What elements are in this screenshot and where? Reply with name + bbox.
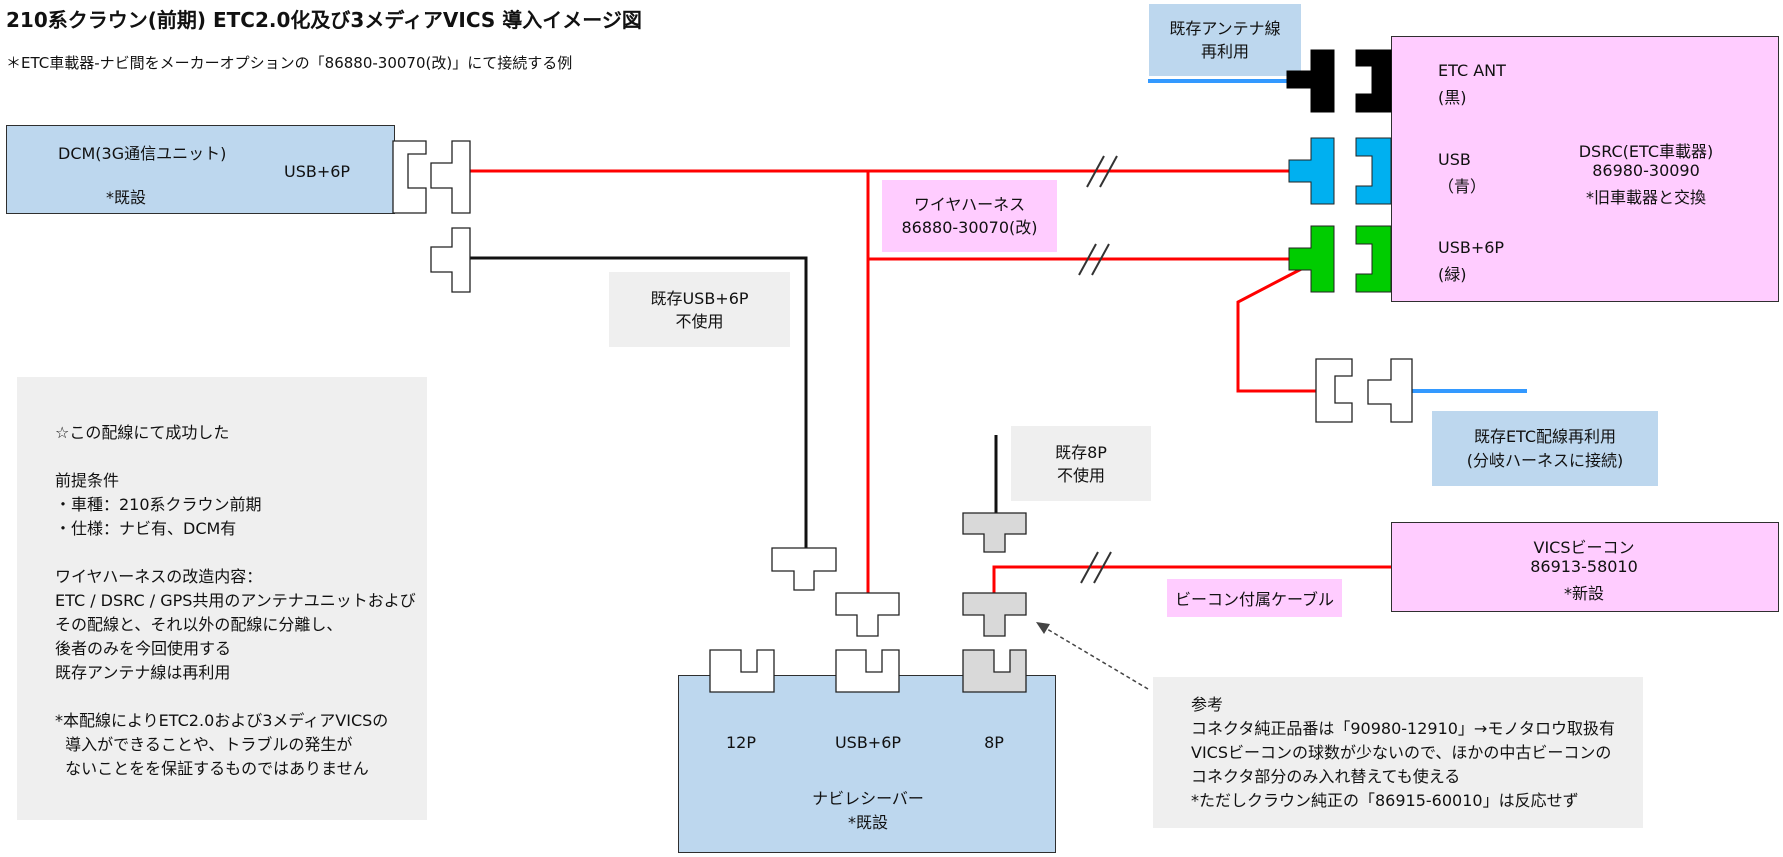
navi-status: *既設 — [847, 813, 889, 832]
success-note-line: 既存アンテナ線は再利用 — [55, 663, 231, 682]
unused-8p-text-1: 既存8P — [1055, 442, 1107, 462]
success-note-line: 前提条件 — [55, 471, 120, 490]
existing-etc-text-1: 既存ETC配線再利用 — [1473, 426, 1617, 446]
navi-port-8p: 8P — [984, 733, 1004, 752]
etc-ant-plug-black — [1286, 49, 1335, 113]
harness-label: ワイヤハーネス 86880-30070(改) — [882, 180, 1057, 252]
unused-usb-text-1: 既存USB+6P — [650, 288, 749, 308]
success-note-line: *本配線によりETC2.0および3メディアVICSの — [55, 711, 389, 730]
navi-port-usb6p: USB+6P — [834, 733, 902, 752]
dsrc-port-usb6p-color: (緑) — [1438, 265, 1467, 284]
harness-text-2: 86880-30070(改) — [901, 218, 1038, 237]
dcm-name: DCM(3G通信ユニット) — [58, 144, 227, 163]
existing-antenna-text-2: 再利用 — [1200, 42, 1249, 61]
success-note-line: ☆この配線にて成功した — [55, 423, 230, 442]
reference-note-line: コネクタ純正品番は「90980-12910」→モノタロウ取扱有 — [1191, 719, 1616, 738]
existing-usb-plug-connector — [430, 227, 471, 293]
usb6p-plug-green — [1288, 225, 1335, 293]
harness-text-1: ワイヤハーネス — [913, 195, 1026, 214]
dcm-status: *既設 — [106, 188, 147, 207]
reference-arrow-head — [1036, 622, 1050, 634]
page-subtitle: ＊ETC車載器-ナビ間をメーカーオプションの「86880-30070(改)」にて… — [6, 54, 573, 72]
black-wire-existing-usb — [470, 256, 808, 552]
success-note: ☆この配線にて成功した前提条件・車種：210系クラウン前期・仕様：ナビ有、DCM… — [17, 377, 427, 820]
success-note-line: ・車種：210系クラウン前期 — [55, 495, 262, 514]
existing-etc-label: 既存ETC配線再利用 (分岐ハーネスに接続) — [1432, 411, 1658, 486]
reference-note-line: 参考 — [1191, 695, 1224, 714]
dsrc-port-etc-ant: ETC ANT — [1438, 61, 1506, 80]
success-note-lines: ☆この配線にて成功した前提条件・車種：210系クラウン前期・仕様：ナビ有、DCM… — [55, 421, 427, 781]
success-note-line: ・仕様：ナビ有、DCM有 — [55, 519, 237, 538]
cut-mark-vics — [1080, 551, 1112, 584]
reference-arrow — [1041, 625, 1149, 690]
unused-usb-text-2: 不使用 — [675, 311, 724, 331]
navi-8p-socket — [962, 649, 1027, 693]
navi-receiver — [678, 675, 1056, 853]
red-wire-etc-branch — [1236, 262, 1316, 393]
success-note-line: ないことをを保証するものではありません — [55, 759, 369, 778]
unused-usb-label: 既存USB+6P 不使用 — [609, 272, 790, 347]
vics-tee-connector — [962, 592, 1027, 637]
etc-branch-socket-connector — [1315, 358, 1353, 423]
reference-note-line: *ただしクラウン純正の「86915-60010」は反応せず — [1191, 791, 1579, 810]
dcm-unit — [6, 125, 395, 214]
existing-antenna-text-1: 既存アンテナ線 — [1169, 19, 1281, 38]
dcm-port-label: USB+6P — [284, 162, 351, 181]
dcm-socket-connector — [392, 140, 427, 214]
etc-ant-socket-black — [1355, 49, 1392, 113]
success-note-line: ETC / DSRC / GPS共用のアンテナユニットおよび — [55, 591, 416, 610]
page-title: 210系クラウン(前期) ETC2.0化及び3メディアVICS 導入イメージ図 — [6, 8, 642, 32]
usb6p-socket-green — [1355, 225, 1392, 293]
navi-usb6p-socket — [835, 649, 900, 693]
reference-note-lines: 参考コネクタ純正品番は「90980-12910」→モノタロウ取扱有 VICSビーコ… — [1191, 693, 1643, 813]
harness-tee-connector — [835, 592, 900, 637]
dsrc-port-usb-color: （青） — [1438, 177, 1487, 196]
existing-etc-text-2: (分岐ハーネスに接続) — [1466, 450, 1624, 470]
vics-beacon — [1391, 522, 1779, 612]
etc-existing-plug-connector — [1367, 358, 1413, 423]
beacon-cable-label: ビーコン付属ケーブル — [1167, 579, 1342, 617]
success-note-line: ワイヤハーネスの改造内容： — [55, 567, 263, 586]
usb-socket-blue — [1355, 137, 1392, 205]
navi-12p-socket — [709, 649, 775, 693]
unused-8p-label: 既存8P 不使用 — [1011, 426, 1151, 501]
success-note-line: 後者のみを今回使用する — [55, 639, 232, 658]
dsrc-port-usb6p: USB+6P — [1438, 238, 1505, 257]
beacon-cable-text: ビーコン付属ケーブル — [1174, 590, 1335, 609]
usb-plug-blue — [1288, 137, 1335, 205]
success-note-line: その配線と、それ以外の配線に分離し、 — [55, 615, 343, 634]
cut-mark-usb6p — [1078, 243, 1110, 276]
vics-status: *新設 — [1563, 584, 1605, 603]
dsrc-unit — [1391, 36, 1779, 302]
existing-usb-tee-connector — [771, 547, 837, 591]
existing-8p-tee-connector — [962, 512, 1027, 553]
vics-part-number: 86913-58010 — [1530, 557, 1638, 576]
cut-mark-usb — [1086, 155, 1118, 188]
dsrc-note: *旧車載器と交換 — [1585, 188, 1707, 207]
navi-name: ナビレシーバー — [812, 789, 924, 808]
unused-8p-text-2: 不使用 — [1056, 465, 1105, 485]
dsrc-port-etc-ant-color: (黒) — [1438, 88, 1467, 107]
dsrc-part-number: 86980-30090 — [1592, 161, 1700, 180]
reference-note-line: VICSビーコンの球数が少ないので、ほかの中古ビーコンの — [1191, 743, 1612, 762]
dsrc-port-usb: USB — [1438, 150, 1471, 169]
dsrc-title: DSRC(ETC車載器) — [1578, 142, 1714, 161]
success-note-line: 導入ができることや、トラブルの発生が — [55, 735, 353, 754]
red-wire-vics — [992, 565, 1391, 600]
dcm-plug-connector — [430, 140, 471, 214]
vics-name: VICSビーコン — [1533, 538, 1635, 557]
reference-note-line: コネクタ部分のみ入れ替えても使える — [1191, 767, 1461, 786]
existing-antenna-label: 既存アンテナ線 再利用 — [1149, 4, 1301, 76]
navi-port-12p: 12P — [725, 733, 757, 752]
reference-note: 参考コネクタ純正品番は「90980-12910」→モノタロウ取扱有 VICSビーコ… — [1153, 677, 1643, 828]
